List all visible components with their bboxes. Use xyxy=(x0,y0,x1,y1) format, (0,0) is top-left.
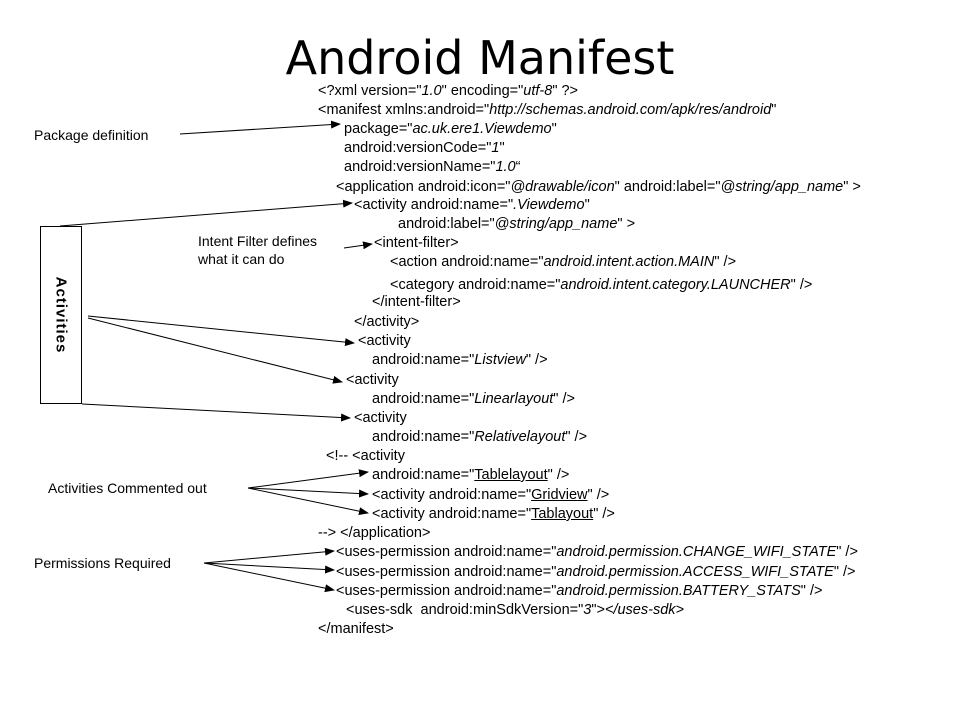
code-line-activity-listview-open: <activity xyxy=(358,333,411,349)
code-line-activity-main: <activity android:name=".Viewdemo" xyxy=(354,197,590,213)
code-line-application-open: <application android:icon="@drawable/ico… xyxy=(336,179,861,195)
code-line-activity-relative-open: <activity xyxy=(354,410,407,426)
activities-box xyxy=(40,226,82,404)
arrow-activity-listview-a xyxy=(87,315,355,347)
code-line-activity-gridview: <activity android:name="Gridview" /> xyxy=(372,487,610,503)
arrow-intent-filter xyxy=(343,241,373,250)
code-line-package: package="ac.uk.ere1.Viewdemo" xyxy=(344,121,557,137)
arrow-commented-tablelayout xyxy=(247,469,369,489)
code-line-activity-linear-open: <activity xyxy=(346,372,399,388)
arrow-permission-battery xyxy=(203,562,335,593)
annotation-intent-filter-line2: what it can do xyxy=(198,251,285,267)
code-line-activity-tablayout: <activity android:name="Tablayout" /> xyxy=(372,506,615,522)
code-line-manifest-close: </manifest> xyxy=(318,621,394,637)
code-line-intent-filter-open: <intent-filter> xyxy=(374,235,459,251)
code-line-manifest-open: <manifest xmlns:android="http://schemas.… xyxy=(318,102,777,118)
code-line-permission-battery: <uses-permission android:name="android.p… xyxy=(336,583,823,599)
annotation-permissions-required: Permissions Required xyxy=(34,555,171,571)
code-line-xml-declaration: <?xml version="1.0" encoding="utf-8" ?> xyxy=(318,83,579,99)
code-line-application-close: --> </application> xyxy=(318,525,431,541)
code-line-activity-listview-name: android:name="Listview" /> xyxy=(372,352,548,368)
code-line-uses-sdk: <uses-sdk android:minSdkVersion="3"></us… xyxy=(346,602,684,618)
code-line-category: <category android:name="android.intent.c… xyxy=(390,277,813,293)
arrow-package-definition xyxy=(179,120,341,135)
code-line-action: <action android:name="android.intent.act… xyxy=(390,254,737,270)
arrow-activity-listview-b xyxy=(87,317,343,384)
arrow-commented-tablayout xyxy=(247,487,369,516)
annotation-intent-filter-line1: Intent Filter defines xyxy=(198,233,318,249)
annotation-activities-commented-out: Activities Commented out xyxy=(48,480,207,496)
code-line-intent-filter-close: </intent-filter> xyxy=(372,294,461,310)
code-line-activity-label: android:label="@string/app_name" > xyxy=(398,216,636,232)
code-line-activity-close: </activity> xyxy=(354,314,420,330)
slide-title: Android Manifest xyxy=(285,31,675,85)
code-line-version-name: android:versionName="1.0“ xyxy=(344,159,521,175)
manifest-code: <?xml version="1.0" encoding="utf-8" ?> … xyxy=(0,0,861,637)
code-line-permission-access-wifi: <uses-permission android:name="android.p… xyxy=(336,564,856,580)
arrow-permission-change-wifi xyxy=(203,547,335,564)
arrow-activity-relative xyxy=(81,403,351,422)
code-line-activity-linear-name: android:name="Linearlayout" /> xyxy=(372,391,575,407)
code-line-activity-relative-name: android:name="Relativelayout" /> xyxy=(372,429,588,445)
annotation-package-definition: Package definition xyxy=(34,127,149,143)
code-line-comment-open: <!-- <activity xyxy=(326,448,405,464)
arrow-commented-gridview xyxy=(247,487,369,498)
activities-label: Activities xyxy=(52,276,70,354)
arrow-permission-access-wifi xyxy=(203,562,335,574)
code-line-version-code: android:versionCode="1" xyxy=(344,140,505,156)
code-line-activity-tablelayout: android:name="Tablelayout" /> xyxy=(372,467,570,483)
arrow-activity-main xyxy=(59,199,353,227)
code-line-permission-change-wifi: <uses-permission android:name="android.p… xyxy=(336,544,858,560)
